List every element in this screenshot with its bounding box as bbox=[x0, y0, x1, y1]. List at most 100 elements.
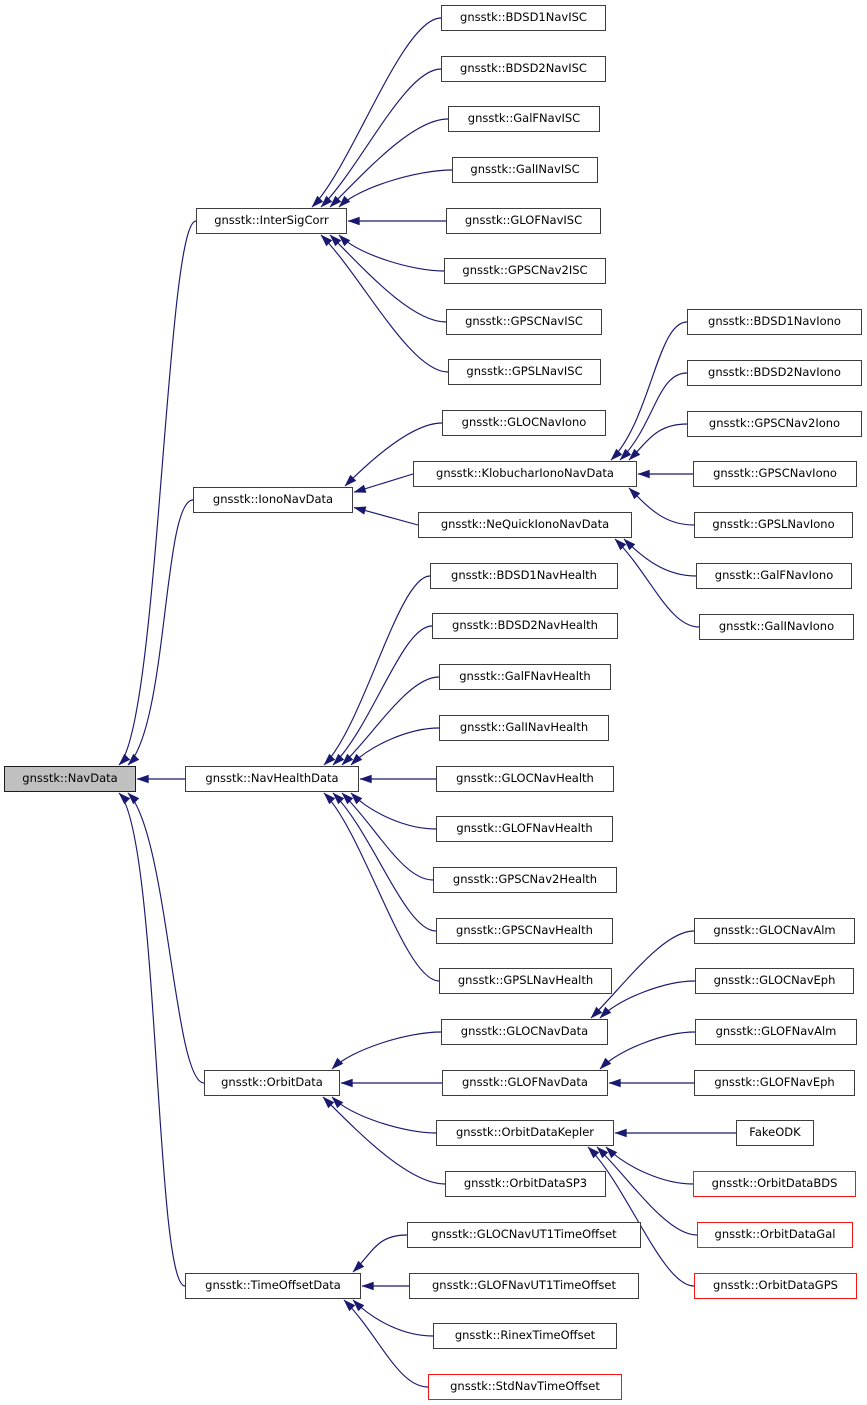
class-node-orbitdatabds[interactable]: gnsstk::OrbitDataBDS bbox=[693, 1171, 856, 1197]
class-node-label: gnsstk::TimeOffsetData bbox=[205, 1278, 341, 1293]
class-node-orbitdatasp3[interactable]: gnsstk::OrbitDataSP3 bbox=[445, 1171, 606, 1197]
class-node-label: FakeODK bbox=[749, 1125, 801, 1140]
class-node-label: gnsstk::OrbitDataGal bbox=[714, 1227, 836, 1242]
inheritance-edge-galinavisc-intersigcorr bbox=[338, 169, 453, 208]
inheritance-edge-orbitdatagal-orbitdatakepler bbox=[596, 1146, 698, 1236]
inheritance-edge-bdsd1naviono-klobuchariononavdata bbox=[610, 321, 688, 461]
class-node-label: gnsstk::IonoNavData bbox=[212, 492, 334, 507]
class-node-intersigcorr[interactable]: gnsstk::InterSigCorr bbox=[196, 208, 347, 234]
inheritance-edge-glocnaveph-glocnavdata bbox=[599, 980, 696, 1019]
inheritance-edge-bdsd2navisc-intersigcorr bbox=[320, 68, 442, 208]
inheritance-edge-orbitdatagps-orbitdatakepler bbox=[587, 1146, 695, 1287]
class-node-label: gnsstk::RinexTimeOffset bbox=[454, 1328, 596, 1343]
class-node-bdsd1navhealth[interactable]: gnsstk::BDSD1NavHealth bbox=[430, 563, 618, 589]
class-node-gpslnavhealth[interactable]: gnsstk::GPSLNavHealth bbox=[439, 968, 612, 994]
class-node-galinavisc[interactable]: gnsstk::GalINavISC bbox=[452, 157, 598, 183]
inheritance-edge-galinavhealth-navhealthdata bbox=[350, 727, 440, 766]
class-node-gpscnav2iono[interactable]: gnsstk::GPSCNav2Iono bbox=[687, 411, 862, 437]
inheritance-edge-glocnavut1timeoffset-timeoffsetdata bbox=[352, 1234, 408, 1273]
class-node-galinaviono[interactable]: gnsstk::GalINavIono bbox=[699, 614, 854, 640]
class-node-label: gnsstk::GLOCNavIono bbox=[461, 415, 587, 430]
class-node-label: gnsstk::OrbitDataGPS bbox=[713, 1278, 838, 1293]
class-node-glocnaviono[interactable]: gnsstk::GLOCNavIono bbox=[442, 410, 606, 436]
class-node-iononavdata[interactable]: gnsstk::IonoNavData bbox=[193, 487, 353, 513]
class-node-label: gnsstk::GPSCNavIono bbox=[713, 466, 837, 481]
class-node-glofnavdata[interactable]: gnsstk::GLOFNavData bbox=[442, 1070, 608, 1096]
class-node-glocnavdata[interactable]: gnsstk::GLOCNavData bbox=[441, 1019, 608, 1045]
class-node-gpslnaviono[interactable]: gnsstk::GPSLNavIono bbox=[694, 512, 853, 538]
class-node-label: gnsstk::GLOFNavHealth bbox=[456, 821, 593, 836]
class-node-glofnavalm[interactable]: gnsstk::GLOFNavAlm bbox=[695, 1019, 857, 1045]
class-node-glocnavut1timeoffset[interactable]: gnsstk::GLOCNavUT1TimeOffset bbox=[407, 1222, 641, 1248]
class-node-glocnavhealth[interactable]: gnsstk::GLOCNavHealth bbox=[436, 766, 614, 792]
class-node-glofnavhealth[interactable]: gnsstk::GLOFNavHealth bbox=[436, 816, 613, 842]
class-node-klobuchariononavdata[interactable]: gnsstk::KlobucharIonoNavData bbox=[413, 461, 637, 487]
class-node-label: gnsstk::GalFNavHealth bbox=[459, 669, 591, 684]
inheritance-edge-gpscnavhealth-navhealthdata bbox=[332, 792, 437, 932]
class-node-gpscnavisc[interactable]: gnsstk::GPSCNavISC bbox=[446, 309, 602, 335]
class-node-label: gnsstk::GLOCNavEph bbox=[713, 973, 836, 988]
class-node-gpscnavhealth[interactable]: gnsstk::GPSCNavHealth bbox=[436, 918, 613, 944]
class-node-orbitdatagps[interactable]: gnsstk::OrbitDataGPS bbox=[694, 1273, 857, 1299]
class-node-label: gnsstk::GLOFNavEph bbox=[714, 1075, 835, 1090]
inheritance-edge-bdsd2naviono-klobuchariononavdata bbox=[619, 372, 688, 461]
class-node-label: gnsstk::GLOCNavData bbox=[460, 1024, 589, 1039]
class-node-label: gnsstk::BDSD2NavHealth bbox=[452, 618, 598, 633]
class-node-timeoffsetdata[interactable]: gnsstk::TimeOffsetData bbox=[185, 1273, 361, 1299]
class-node-galinavhealth[interactable]: gnsstk::GalINavHealth bbox=[439, 715, 609, 741]
inheritance-edge-glocnavalm-glocnavdata bbox=[590, 930, 695, 1019]
class-node-bdsd2naviono[interactable]: gnsstk::BDSD2NavIono bbox=[687, 360, 862, 386]
inheritance-edge-bdsd1navisc-intersigcorr bbox=[311, 17, 442, 208]
inheritance-edge-orbitdata-navdata bbox=[127, 792, 205, 1084]
class-node-glofnaveph[interactable]: gnsstk::GLOFNavEph bbox=[694, 1070, 855, 1096]
class-node-bdsd1navisc[interactable]: gnsstk::BDSD1NavISC bbox=[441, 5, 606, 31]
class-node-stdnavtimeoffset[interactable]: gnsstk::StdNavTimeOffset bbox=[428, 1374, 622, 1400]
inheritance-edge-bdsd2navhealth-navhealthdata bbox=[332, 625, 433, 766]
class-node-navhealthdata[interactable]: gnsstk::NavHealthData bbox=[185, 766, 359, 792]
class-node-glocnavalm[interactable]: gnsstk::GLOCNavAlm bbox=[694, 918, 855, 944]
class-node-glocnaveph[interactable]: gnsstk::GLOCNavEph bbox=[695, 968, 854, 994]
class-node-bdsd2navhealth[interactable]: gnsstk::BDSD2NavHealth bbox=[432, 613, 618, 639]
class-node-galfnavisc[interactable]: gnsstk::GalFNavISC bbox=[448, 106, 600, 132]
class-node-label: gnsstk::GPSLNavIono bbox=[712, 517, 835, 532]
class-node-label: gnsstk::GLOFNavUT1TimeOffset bbox=[432, 1278, 616, 1293]
class-node-label: gnsstk::GLOFNavISC bbox=[464, 213, 583, 228]
class-node-label: gnsstk::GPSLNavISC bbox=[466, 364, 583, 379]
class-node-orbitdatagal[interactable]: gnsstk::OrbitDataGal bbox=[697, 1222, 853, 1248]
class-node-glofnavut1timeoffset[interactable]: gnsstk::GLOFNavUT1TimeOffset bbox=[409, 1273, 639, 1299]
class-node-label: gnsstk::BDSD1NavIono bbox=[708, 314, 841, 329]
inheritance-edge-gpslnaviono-klobuchariononavdata bbox=[628, 487, 695, 526]
class-node-label: gnsstk::GPSCNav2Iono bbox=[708, 416, 841, 431]
inheritance-edge-gpscnavisc-intersigcorr bbox=[329, 234, 447, 323]
inheritance-edge-rinextimeoffset-timeoffsetdata bbox=[352, 1299, 434, 1337]
class-node-galfnavhealth[interactable]: gnsstk::GalFNavHealth bbox=[439, 664, 611, 690]
class-node-gpscnav2health[interactable]: gnsstk::GPSCNav2Health bbox=[433, 867, 617, 893]
class-node-label: gnsstk::BDSD2NavISC bbox=[460, 61, 587, 76]
inheritance-edge-iononavdata-navdata bbox=[127, 499, 194, 766]
inheritance-edge-klobuchariononavdata-iononavdata bbox=[353, 473, 414, 493]
class-node-rinextimeoffset[interactable]: gnsstk::RinexTimeOffset bbox=[433, 1323, 617, 1349]
class-node-gpscnav2isc[interactable]: gnsstk::GPSCNav2ISC bbox=[444, 258, 606, 284]
class-node-label: gnsstk::BDSD1NavISC bbox=[460, 10, 587, 25]
class-node-gpslnavisc[interactable]: gnsstk::GPSLNavISC bbox=[448, 359, 601, 385]
class-node-galfnaviono[interactable]: gnsstk::GalFNavIono bbox=[696, 563, 852, 589]
class-node-gpscnaviono[interactable]: gnsstk::GPSCNavIono bbox=[693, 461, 857, 487]
class-node-orbitdatakepler[interactable]: gnsstk::OrbitDataKepler bbox=[436, 1120, 614, 1146]
inheritance-edge-galfnavhealth-navhealthdata bbox=[341, 676, 440, 766]
class-node-navdata: gnsstk::NavData bbox=[4, 766, 136, 792]
class-node-bdsd2navisc[interactable]: gnsstk::BDSD2NavISC bbox=[441, 56, 606, 82]
class-node-glofnavisc[interactable]: gnsstk::GLOFNavISC bbox=[446, 208, 601, 234]
inheritance-edge-galfnaviono-nequickiononavdata bbox=[623, 538, 697, 577]
inheritance-edge-intersigcorr-navdata bbox=[118, 220, 197, 766]
class-node-label: gnsstk::GLOCNavHealth bbox=[456, 771, 594, 786]
class-node-nequickiononavdata[interactable]: gnsstk::NeQuickIonoNavData bbox=[418, 512, 632, 538]
inheritance-edge-galfnavisc-intersigcorr bbox=[329, 118, 449, 208]
class-node-label: gnsstk::KlobucharIonoNavData bbox=[436, 466, 614, 481]
class-node-label: gnsstk::GPSLNavHealth bbox=[457, 973, 594, 988]
class-node-bdsd1naviono[interactable]: gnsstk::BDSD1NavIono bbox=[687, 309, 862, 335]
class-node-orbitdata[interactable]: gnsstk::OrbitData bbox=[204, 1070, 340, 1096]
inheritance-edge-gpslnavhealth-navhealthdata bbox=[323, 792, 440, 982]
class-node-fakeodk[interactable]: FakeODK bbox=[736, 1120, 814, 1146]
